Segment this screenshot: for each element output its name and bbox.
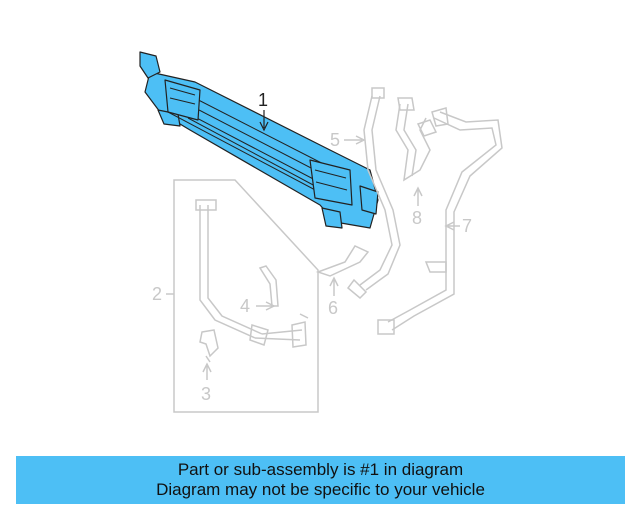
callout-4: 4	[240, 296, 250, 316]
callout-6: 6	[328, 298, 338, 318]
callout-2: 2	[152, 284, 162, 304]
callout-5: 5	[330, 130, 340, 150]
hose-part-7[interactable]	[377, 107, 503, 335]
hose-part-4[interactable]	[258, 265, 279, 307]
clamp-part-3[interactable]	[199, 329, 219, 363]
banner-line-1: Part or sub-assembly is #1 in diagram	[177, 460, 464, 479]
callout-8-arrow	[413, 186, 423, 206]
callout-7-arrow	[444, 221, 460, 231]
bracket-part-6[interactable]	[315, 245, 370, 277]
callout-5-arrow	[344, 135, 366, 145]
hose-part-8[interactable]	[395, 97, 438, 182]
info-banner: Part or sub-assembly is #1 in diagram Di…	[16, 456, 625, 504]
callout-6-arrow	[329, 276, 339, 296]
callout-3-arrow	[202, 362, 212, 380]
banner-line-2: Diagram may not be specific to your vehi…	[156, 480, 485, 499]
callout-1-arrow	[259, 110, 269, 132]
callout-7: 7	[462, 216, 472, 236]
parts-diagram: 1 2 3 4 5 6	[139, 51, 503, 413]
callout-8: 8	[412, 208, 422, 228]
oil-cooler-part-1[interactable]	[139, 51, 379, 229]
callout-4-arrow	[256, 301, 276, 311]
cooler-lines-part-2[interactable]	[195, 199, 309, 348]
inset-panel	[173, 179, 319, 413]
hose-part-5[interactable]	[346, 87, 401, 300]
callout-3: 3	[201, 384, 211, 404]
callout-1: 1	[258, 90, 268, 110]
